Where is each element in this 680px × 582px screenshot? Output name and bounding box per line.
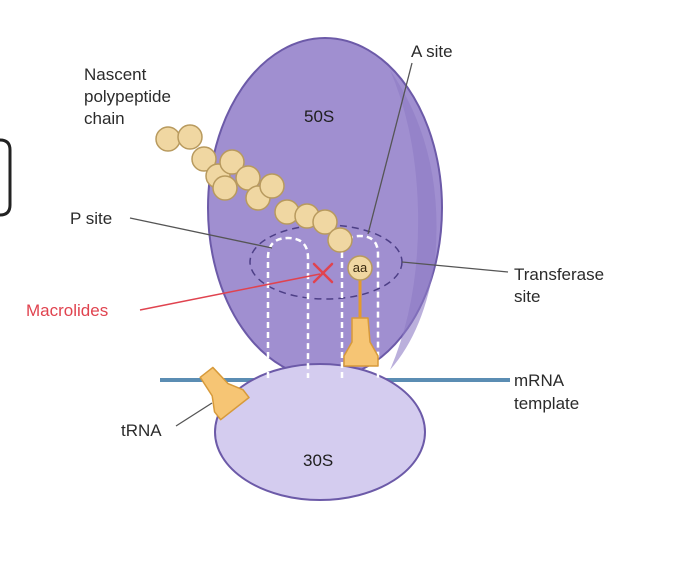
- edge-bracket: [0, 138, 12, 217]
- subunit-50s-shade: [390, 70, 437, 370]
- leader-lines: [129, 62, 509, 427]
- mrna-label-line1: mRNA: [514, 371, 565, 390]
- peptide-bead: [235, 165, 261, 191]
- peptide-bead: [177, 124, 203, 150]
- nascent-polypeptide-chain: [155, 124, 353, 253]
- nascent-label-line1: Nascent: [84, 65, 147, 84]
- macrolides-leader: [139, 273, 321, 311]
- p-site-leader: [129, 217, 273, 249]
- a-site-trna: [343, 317, 379, 367]
- a-site-label: A site: [411, 42, 453, 61]
- amino-acid-label: aa: [353, 260, 368, 275]
- subunit-30s-label: 30S: [303, 451, 333, 470]
- subunit-30s-shape: [214, 363, 426, 501]
- transferase-label-line2: site: [514, 287, 540, 306]
- a-site-leader: [367, 62, 413, 235]
- exiting-trna-body: [199, 366, 250, 421]
- subunit-50s-label: 50S: [304, 107, 334, 126]
- transferase-label-line1: Transferase: [514, 265, 604, 284]
- exiting-trna: [199, 366, 250, 421]
- p-site-trna-outline: [266, 236, 310, 378]
- nascent-label-line3: chain: [84, 109, 125, 128]
- p-site-label: P site: [70, 209, 112, 228]
- nascent-label-line2: polypeptide: [84, 87, 171, 106]
- trna-label: tRNA: [121, 421, 162, 440]
- macrolide-block-x: [312, 262, 334, 284]
- transferase-leader: [401, 261, 509, 273]
- peptide-bead: [312, 209, 338, 235]
- trna-leader: [175, 402, 213, 427]
- peptide-bead: [259, 173, 285, 199]
- amino-acid-bead: [347, 255, 373, 281]
- peptide-bead: [191, 146, 217, 172]
- peptide-bead: [327, 227, 353, 253]
- peptide-bead: [219, 149, 245, 175]
- macrolides-label: Macrolides: [26, 301, 108, 320]
- peptide-bead: [212, 175, 238, 201]
- mrna-label-line2: template: [514, 394, 579, 413]
- peptide-bead: [155, 126, 181, 152]
